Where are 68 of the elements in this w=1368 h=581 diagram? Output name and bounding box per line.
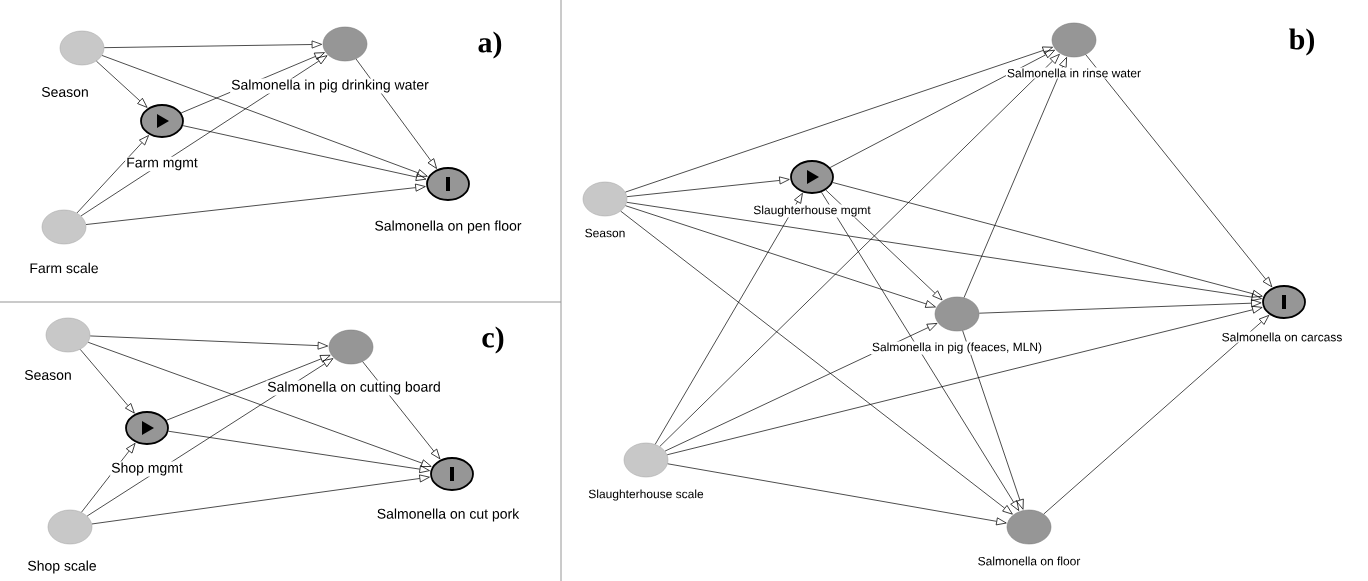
panel-label: c) — [482, 326, 504, 354]
arrow — [87, 341, 432, 467]
chance-node — [59, 30, 105, 66]
decision-node — [125, 411, 169, 445]
node-label: Salmonella on carcass — [1220, 331, 1344, 343]
arrow — [625, 205, 936, 308]
decision-node — [790, 160, 834, 194]
node-label: Shop scale — [26, 559, 98, 575]
arrow — [963, 57, 1067, 298]
arrow — [76, 135, 149, 214]
arrow — [91, 474, 430, 525]
chance-node — [328, 329, 374, 365]
node-label: Shop mgmt — [110, 461, 184, 477]
chance-node — [623, 442, 669, 478]
arrow — [85, 183, 426, 225]
node-label: Salmonella on cutting board — [266, 380, 442, 396]
arrow — [625, 46, 1053, 193]
node-label: Salmonella in pig drinking water — [230, 78, 430, 94]
arrow — [825, 189, 943, 301]
arrow — [1085, 54, 1273, 288]
chance-node — [1051, 22, 1097, 58]
arrow — [978, 299, 1262, 314]
arrow — [626, 201, 1262, 302]
node-label: Salmonella in rinse water — [1006, 67, 1143, 79]
arrow — [664, 323, 938, 452]
node-label: Salmonella on pen floor — [373, 219, 523, 235]
arrow — [89, 335, 329, 350]
arrow — [182, 125, 427, 181]
chance-node — [47, 509, 93, 545]
node-label: Season — [23, 369, 73, 381]
arrow — [79, 349, 135, 414]
arrow — [821, 191, 1020, 511]
panel-label: b) — [1289, 28, 1315, 56]
decision-node — [140, 104, 184, 138]
utility-node — [430, 457, 474, 491]
node-label: Farm mgmt — [125, 156, 199, 172]
chance-node — [41, 209, 87, 245]
utility-node — [426, 167, 470, 201]
chance-node — [322, 26, 368, 62]
arrow — [166, 354, 331, 421]
arrow — [1043, 315, 1270, 515]
chance-node — [582, 181, 628, 217]
node-label: Salmonella in pig (feaces, MLN) — [870, 341, 1044, 355]
node-label: Slaughterhouse scale — [587, 488, 705, 502]
arrow — [168, 430, 430, 474]
node-label: Season — [583, 227, 627, 239]
arrow — [832, 182, 1263, 298]
arrow — [659, 53, 1060, 447]
chance-node — [45, 317, 91, 353]
utility-node — [1262, 285, 1306, 319]
node-label: Farm scale — [28, 261, 100, 275]
arrow — [829, 49, 1055, 168]
arrow — [666, 305, 1263, 456]
node-label: Slaughterhouse mgmt — [752, 204, 872, 218]
panel-label: a) — [478, 31, 502, 59]
node-label: Salmonella on cut pork — [375, 507, 521, 523]
arrow — [620, 210, 1013, 515]
chance-node — [934, 296, 980, 332]
arrow — [96, 60, 148, 108]
arrow — [654, 192, 803, 445]
arrow — [103, 40, 323, 49]
arrow — [667, 463, 1007, 526]
node-label: Salmonella on floor — [976, 555, 1082, 567]
arrow — [962, 330, 1024, 510]
arrow — [626, 176, 790, 197]
node-label: Season — [40, 86, 90, 98]
chance-node — [1006, 509, 1052, 545]
arrow — [101, 55, 428, 177]
